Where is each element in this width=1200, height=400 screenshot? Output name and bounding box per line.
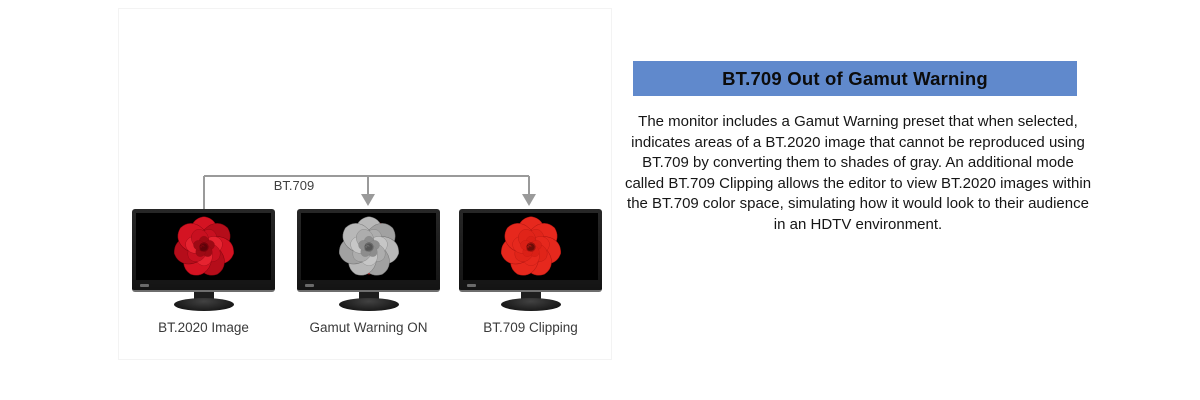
description-line: in an HDTV environment. — [773, 215, 943, 233]
monitor-logo — [305, 284, 314, 287]
monitor-screen — [136, 213, 271, 280]
description-line: indicates areas of a BT.2020 image that … — [631, 133, 1085, 151]
description-line: the BT.709 color space, simulating how i… — [627, 195, 1089, 212]
monitor-logo — [467, 284, 476, 287]
monitor-stand-neck — [520, 292, 541, 303]
connector-lines — [203, 175, 536, 209]
description-line: called BT.709 Clipping allows the editor… — [624, 174, 1092, 192]
monitor-gamut-warning — [297, 209, 440, 311]
monitor-stand-base — [500, 298, 561, 311]
section-title: BT.709 Out of Gamut Warning — [722, 67, 988, 89]
monitor-logo — [140, 284, 149, 287]
monitor-bt2020 — [132, 209, 275, 311]
monitor-stand-neck — [193, 292, 214, 303]
monitor-bezel — [459, 209, 602, 292]
monitor-stand-neck — [358, 292, 379, 303]
monitor-stand-base — [173, 298, 234, 311]
monitor-caption-bt2020: BT.2020 Image — [158, 320, 249, 335]
connector-label: BT.709 — [273, 178, 315, 193]
gamut-diagram-figure: BT.709 BT.2020 Im — [118, 8, 612, 360]
monitor-bt709-clipping — [459, 209, 602, 311]
description-paragraph: The monitor includes a Gamut Warning pre… — [608, 112, 1108, 235]
monitor-caption-gamut-warning: Gamut Warning ON — [309, 320, 428, 335]
arrow-down-icon — [522, 194, 536, 206]
monitor-bezel — [132, 209, 275, 292]
monitor-screen — [301, 213, 436, 280]
description-line: BT.709 by converting them to shades of g… — [642, 154, 1074, 171]
monitor-screen — [463, 213, 598, 280]
arrow-down-icon — [361, 194, 375, 206]
monitor-bezel — [297, 209, 440, 292]
rose-image-gamut-warning — [336, 214, 402, 280]
section-title-banner: BT.709 Out of Gamut Warning — [633, 61, 1077, 96]
description-line: The monitor includes a Gamut Warning pre… — [638, 113, 1078, 130]
rose-image-bt709-clipping — [498, 214, 564, 280]
monitor-caption-bt709-clipping: BT.709 Clipping — [483, 320, 578, 335]
monitor-stand-base — [338, 298, 399, 311]
rose-image-bt2020 — [171, 214, 237, 280]
